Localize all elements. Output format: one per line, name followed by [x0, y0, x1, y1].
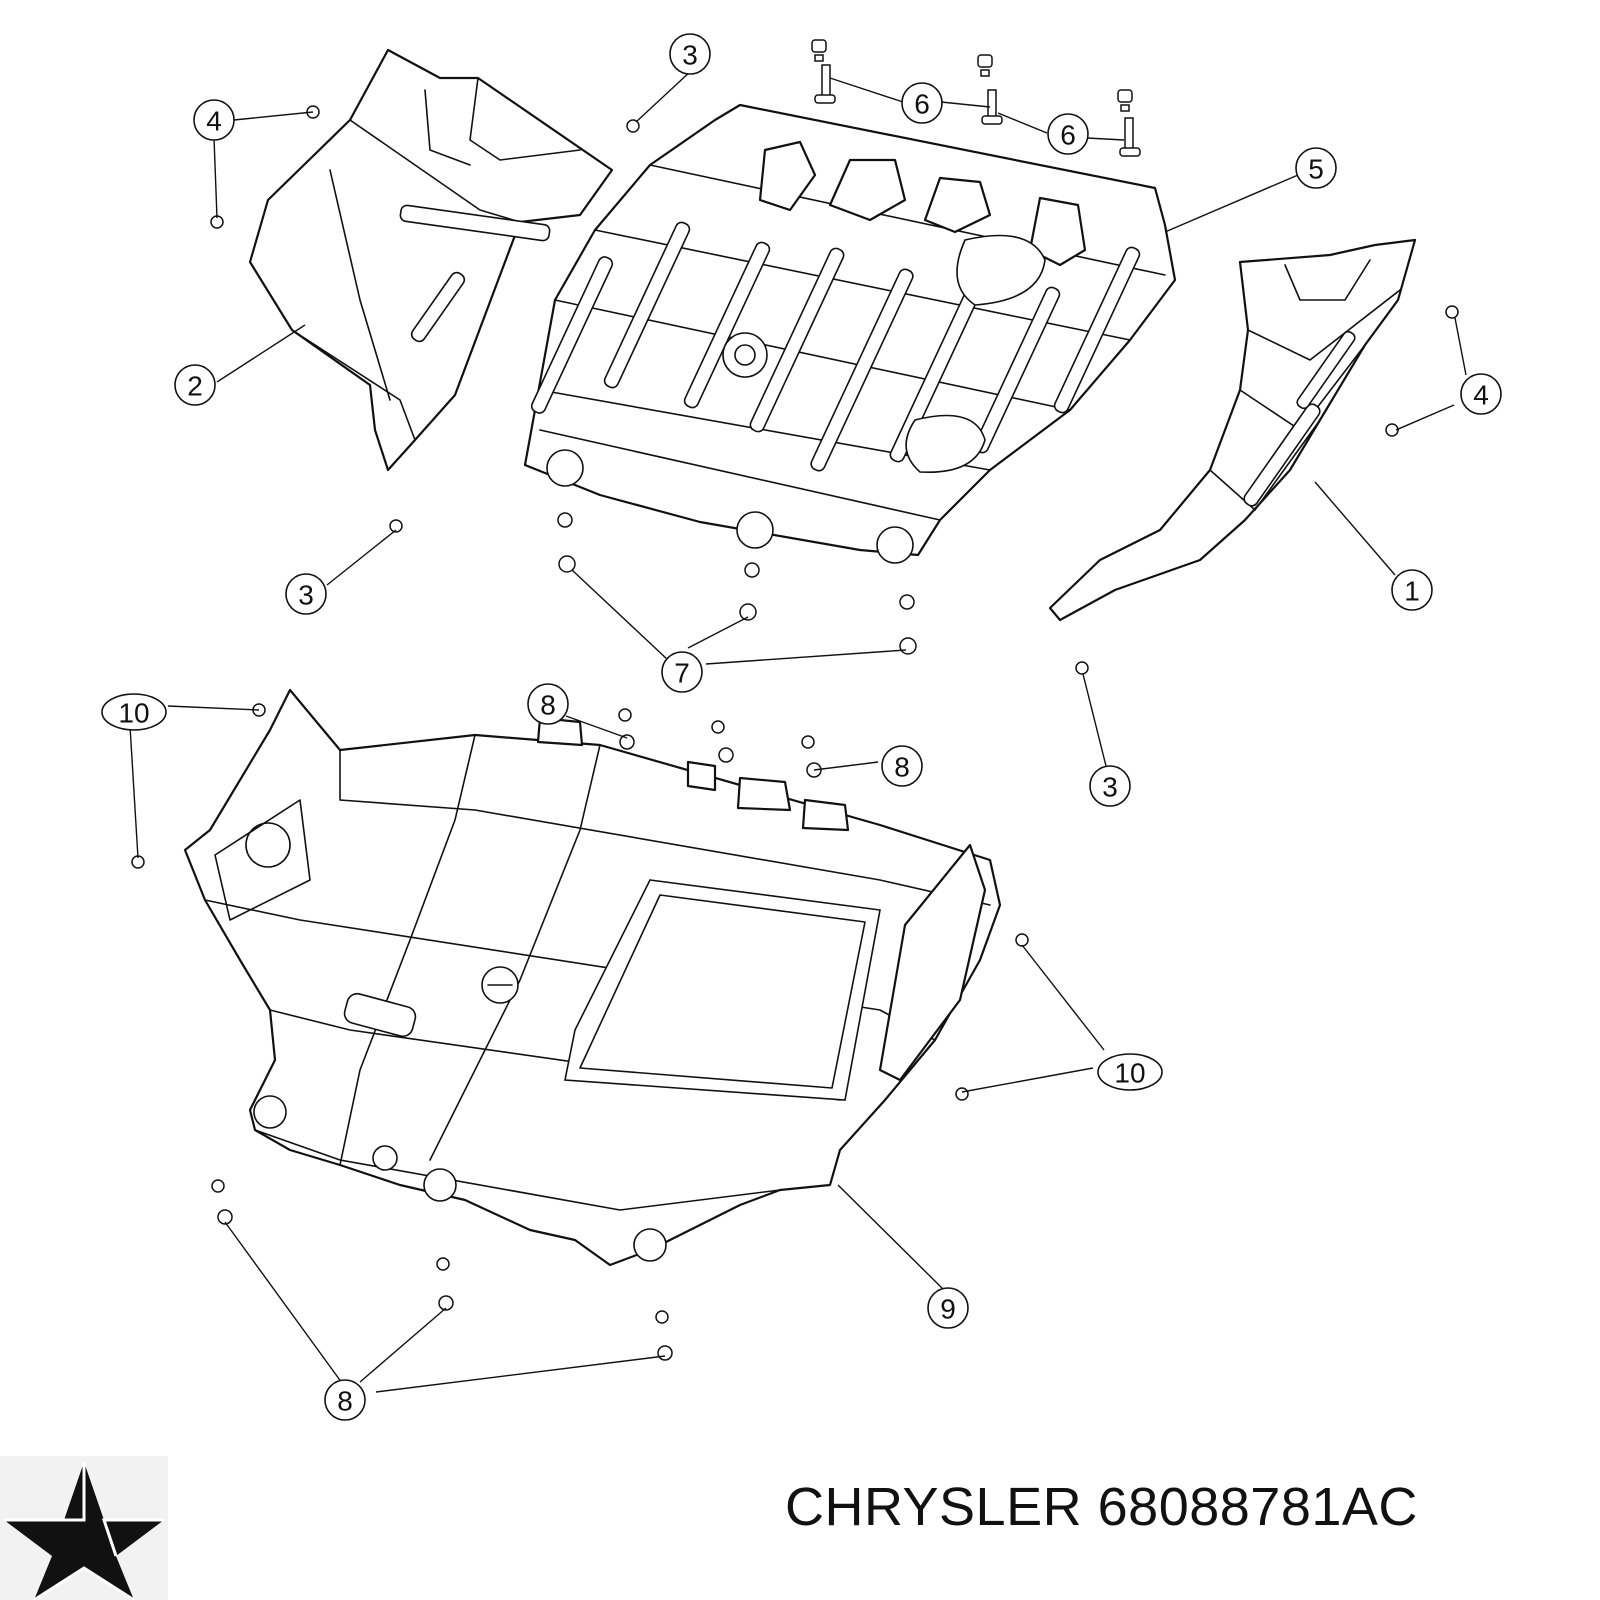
svg-text:7: 7: [674, 658, 690, 689]
lower-skid-plate: [183, 688, 1002, 1267]
bolt-6-c: [1117, 89, 1141, 157]
callout-4: 4: [1460, 373, 1502, 415]
fasteners: [131, 39, 1459, 1361]
callout-9: 9: [927, 1287, 969, 1329]
left-splash-shield: [248, 48, 614, 472]
callout-3: 3: [669, 33, 711, 75]
svg-text:3: 3: [298, 580, 314, 611]
callout-10: 10: [1097, 1053, 1163, 1091]
callout-7: 7: [661, 651, 703, 693]
bolt-6-b: [977, 54, 1003, 125]
part-caption: CHRYSLER 68088781AC: [785, 1476, 1418, 1538]
right-splash-shield: [1048, 238, 1417, 622]
svg-text:8: 8: [894, 752, 910, 783]
callouts: 2 3 3 3 4 4 5 6 6 1 7 10 8 8 10 9 8: [101, 33, 1502, 1421]
svg-text:8: 8: [540, 690, 556, 721]
svg-text:5: 5: [1308, 154, 1324, 185]
callout-3: 3: [285, 573, 327, 615]
pentastar-logo-icon: [0, 1456, 168, 1600]
callout-4: 4: [193, 99, 235, 141]
callout-2: 2: [174, 364, 216, 406]
svg-text:3: 3: [682, 40, 698, 71]
svg-text:4: 4: [206, 106, 222, 137]
center-skid-plate: [523, 103, 1177, 564]
bolt-6-a: [811, 39, 836, 104]
callout-8: 8: [527, 683, 569, 725]
callout-6: 6: [1047, 113, 1089, 155]
svg-text:10: 10: [118, 698, 149, 729]
callout-1: 1: [1391, 569, 1433, 611]
callout-6: 6: [901, 82, 943, 124]
svg-text:1: 1: [1404, 576, 1420, 607]
svg-text:6: 6: [1060, 120, 1076, 151]
part-number: 68088781AC: [1097, 1477, 1418, 1537]
callout-5: 5: [1295, 147, 1337, 189]
callout-3: 3: [1089, 765, 1131, 807]
svg-text:8: 8: [337, 1386, 353, 1417]
callout-10: 10: [101, 693, 167, 731]
leader-lines: [129, 69, 1467, 1393]
svg-text:9: 9: [940, 1294, 956, 1325]
svg-text:2: 2: [187, 371, 203, 402]
brand-name: CHRYSLER: [785, 1477, 1083, 1537]
svg-text:4: 4: [1473, 380, 1489, 411]
svg-text:3: 3: [1102, 772, 1118, 803]
svg-text:6: 6: [914, 89, 930, 120]
svg-text:10: 10: [1114, 1058, 1145, 1089]
callout-8: 8: [881, 745, 923, 787]
callout-8: 8: [324, 1379, 366, 1421]
